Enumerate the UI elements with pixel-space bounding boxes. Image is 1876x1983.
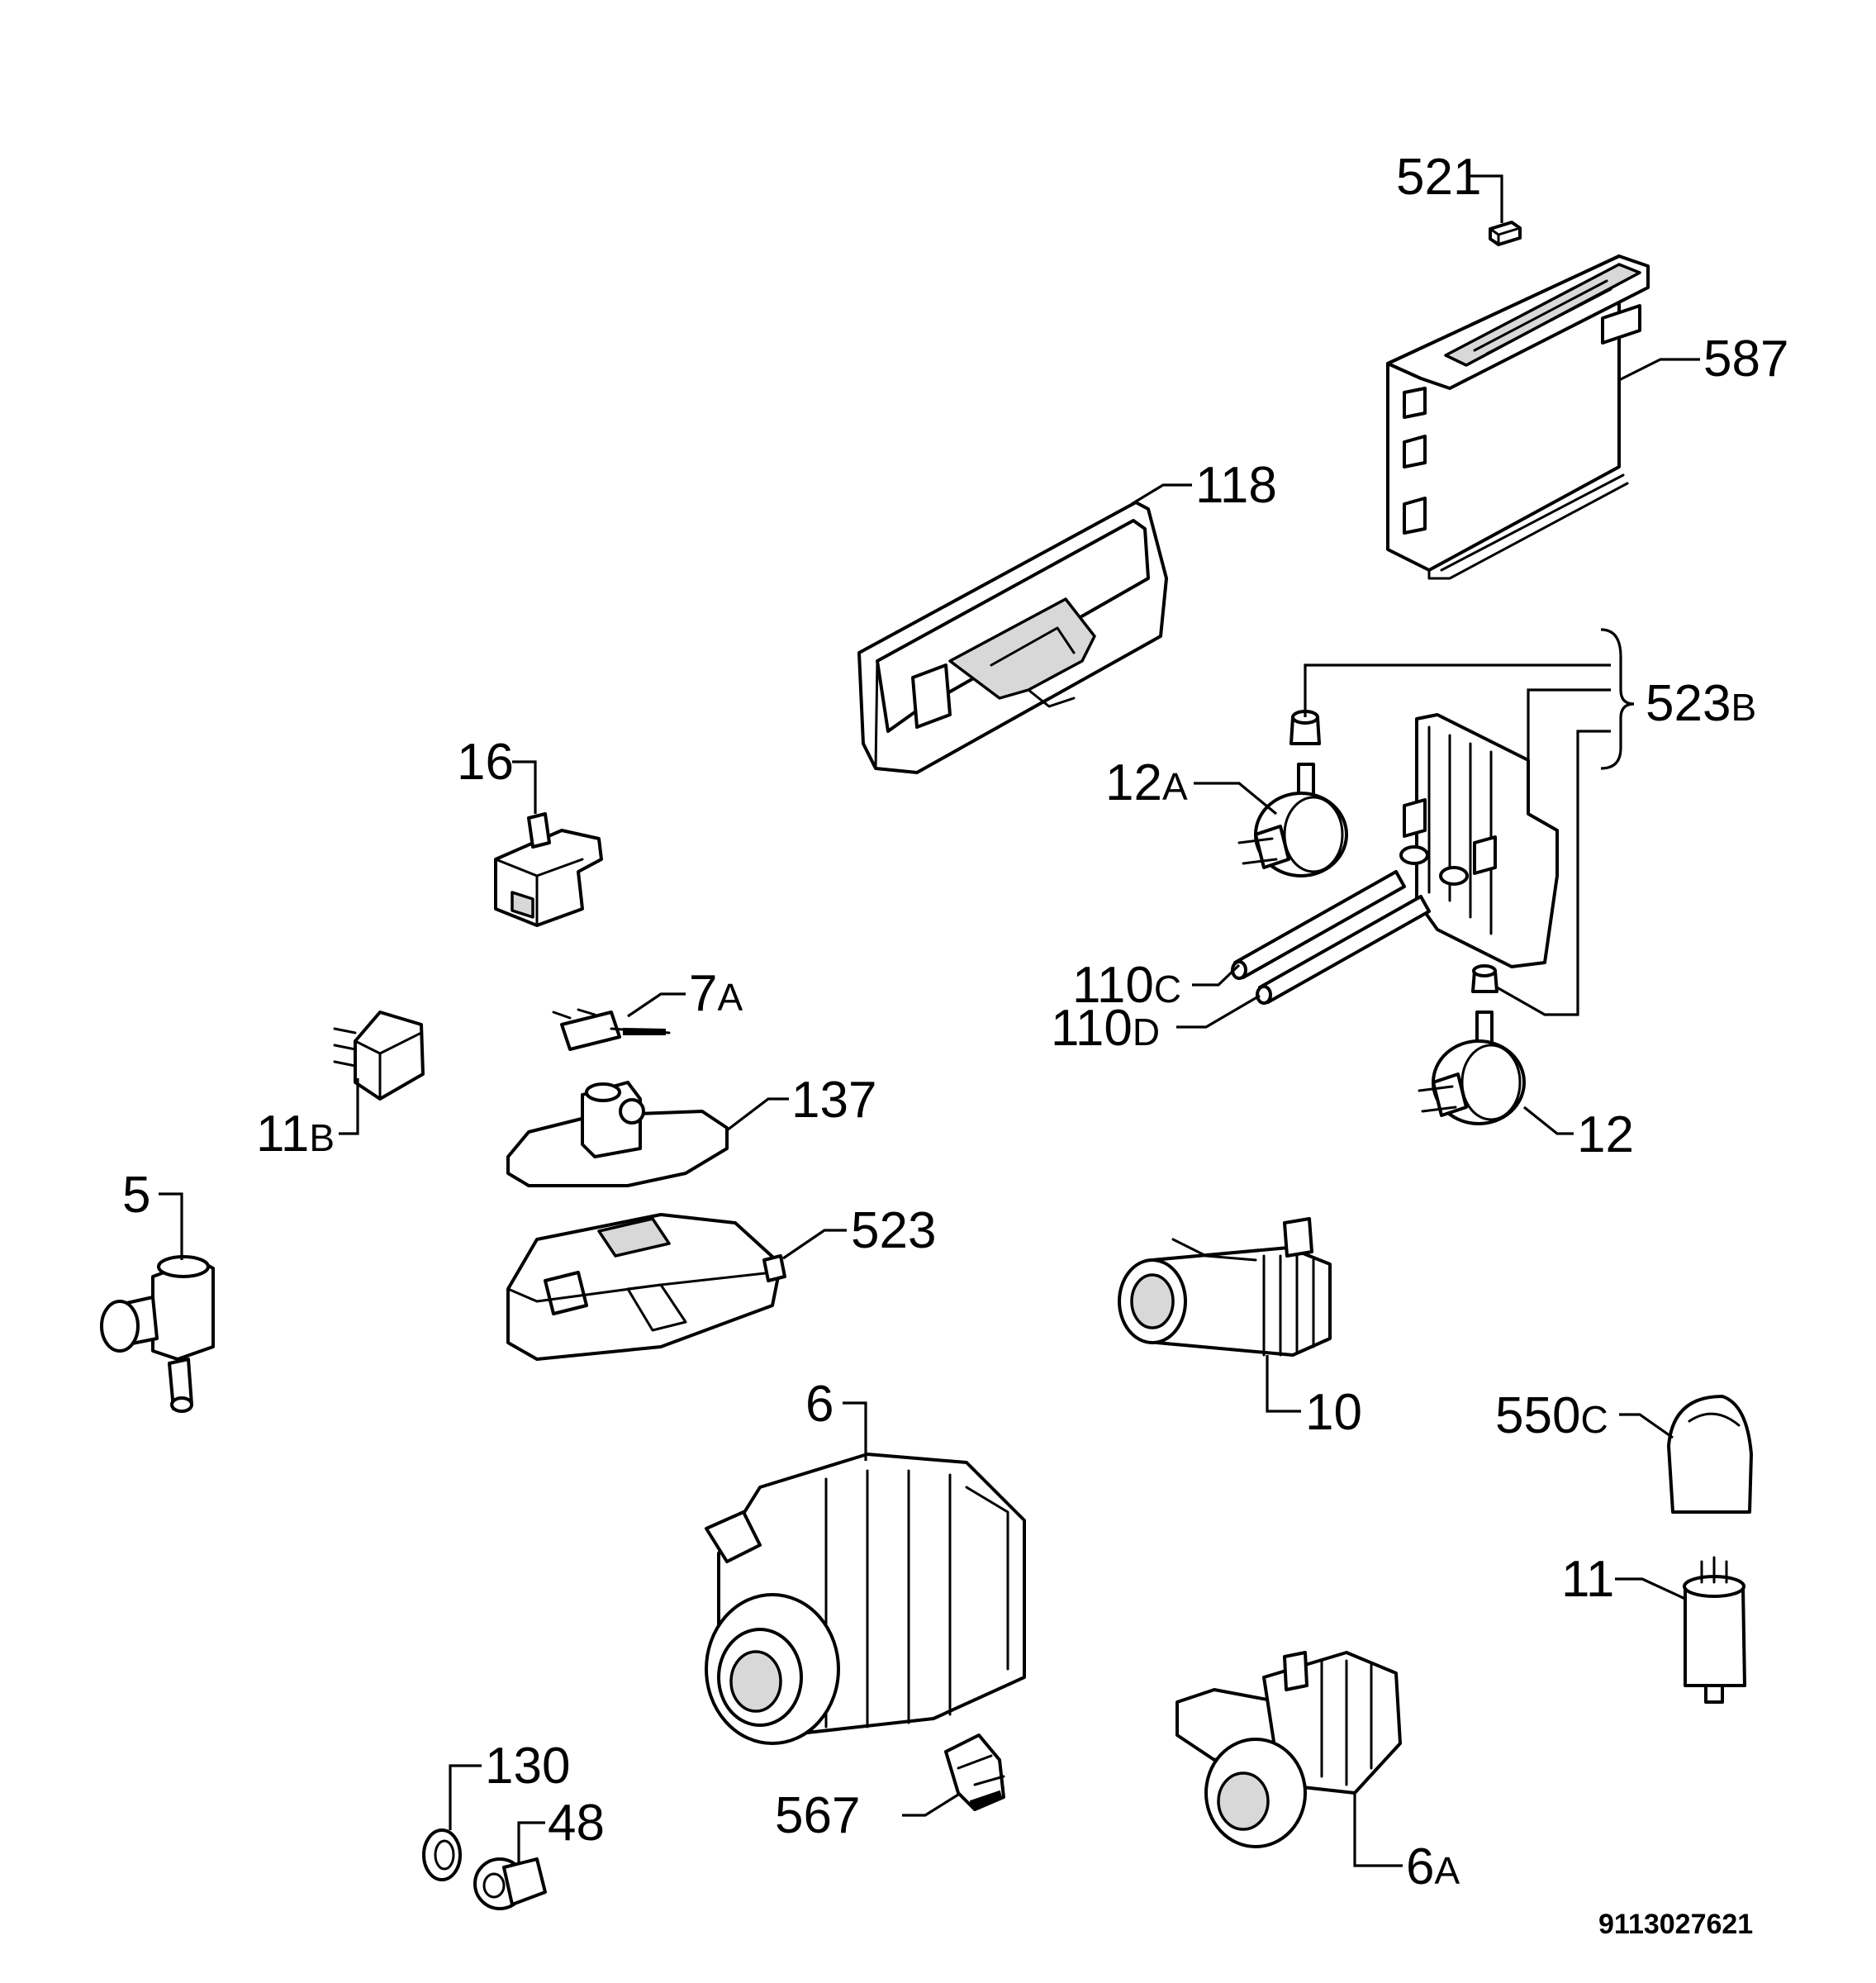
label-11: 11 bbox=[1561, 1551, 1614, 1608]
part-11B-relay bbox=[333, 1011, 425, 1101]
label-130: 130 bbox=[485, 1738, 570, 1795]
label-137: 137 bbox=[791, 1072, 876, 1129]
part-587-control-module bbox=[1386, 254, 1650, 580]
label-12A: 12A bbox=[1105, 754, 1188, 811]
label-110D: 110D bbox=[1051, 1000, 1160, 1057]
label-118: 118 bbox=[1195, 457, 1277, 514]
part-16-switch bbox=[494, 812, 603, 927]
part-5-inlet-valve bbox=[100, 1255, 215, 1413]
part-48-plug bbox=[473, 1857, 547, 1910]
label-5: 5 bbox=[122, 1167, 150, 1224]
label-523B: 523B bbox=[1646, 675, 1756, 732]
label-7A: 7A bbox=[689, 965, 743, 1022]
brace-523B bbox=[1600, 628, 1635, 770]
label-48: 48 bbox=[548, 1795, 605, 1852]
part-6-circulation-pump bbox=[705, 1453, 1026, 1745]
label-587: 587 bbox=[1703, 330, 1788, 388]
part-523-cover bbox=[506, 1213, 786, 1361]
part-118-panel-housing bbox=[857, 501, 1168, 774]
part-523B-bracket bbox=[1399, 713, 1559, 968]
part-110D-tube bbox=[1256, 895, 1431, 1005]
label-567: 567 bbox=[775, 1787, 860, 1844]
label-6A: 6A bbox=[1406, 1838, 1460, 1895]
part-567-clip bbox=[944, 1733, 1005, 1811]
label-10: 10 bbox=[1305, 1384, 1362, 1441]
part-523B-nipple-lower bbox=[1471, 964, 1498, 993]
label-523: 523 bbox=[851, 1202, 936, 1259]
part-7A-micro-switch bbox=[552, 1008, 671, 1051]
part-12A-pressure-switch bbox=[1237, 763, 1348, 877]
part-521-clip bbox=[1489, 221, 1522, 246]
label-110C: 110C bbox=[1072, 957, 1181, 1014]
document-number: 9113027621 bbox=[1598, 1909, 1753, 1940]
part-12-pressure-switch bbox=[1418, 1011, 1526, 1125]
label-521: 521 bbox=[1396, 149, 1481, 206]
label-12: 12 bbox=[1577, 1106, 1634, 1163]
label-6: 6 bbox=[805, 1376, 834, 1433]
label-16: 16 bbox=[457, 734, 514, 791]
part-550C-cap bbox=[1667, 1395, 1753, 1514]
part-11-capacitor bbox=[1683, 1556, 1746, 1704]
leader-lines bbox=[159, 174, 1700, 1867]
part-130-seal bbox=[422, 1828, 462, 1881]
part-137-cover bbox=[506, 1081, 729, 1187]
label-550C: 550C bbox=[1495, 1387, 1608, 1444]
part-10-heater bbox=[1118, 1217, 1332, 1357]
part-6A-drain-pump bbox=[1175, 1651, 1402, 1848]
label-11B: 11B bbox=[256, 1106, 335, 1163]
